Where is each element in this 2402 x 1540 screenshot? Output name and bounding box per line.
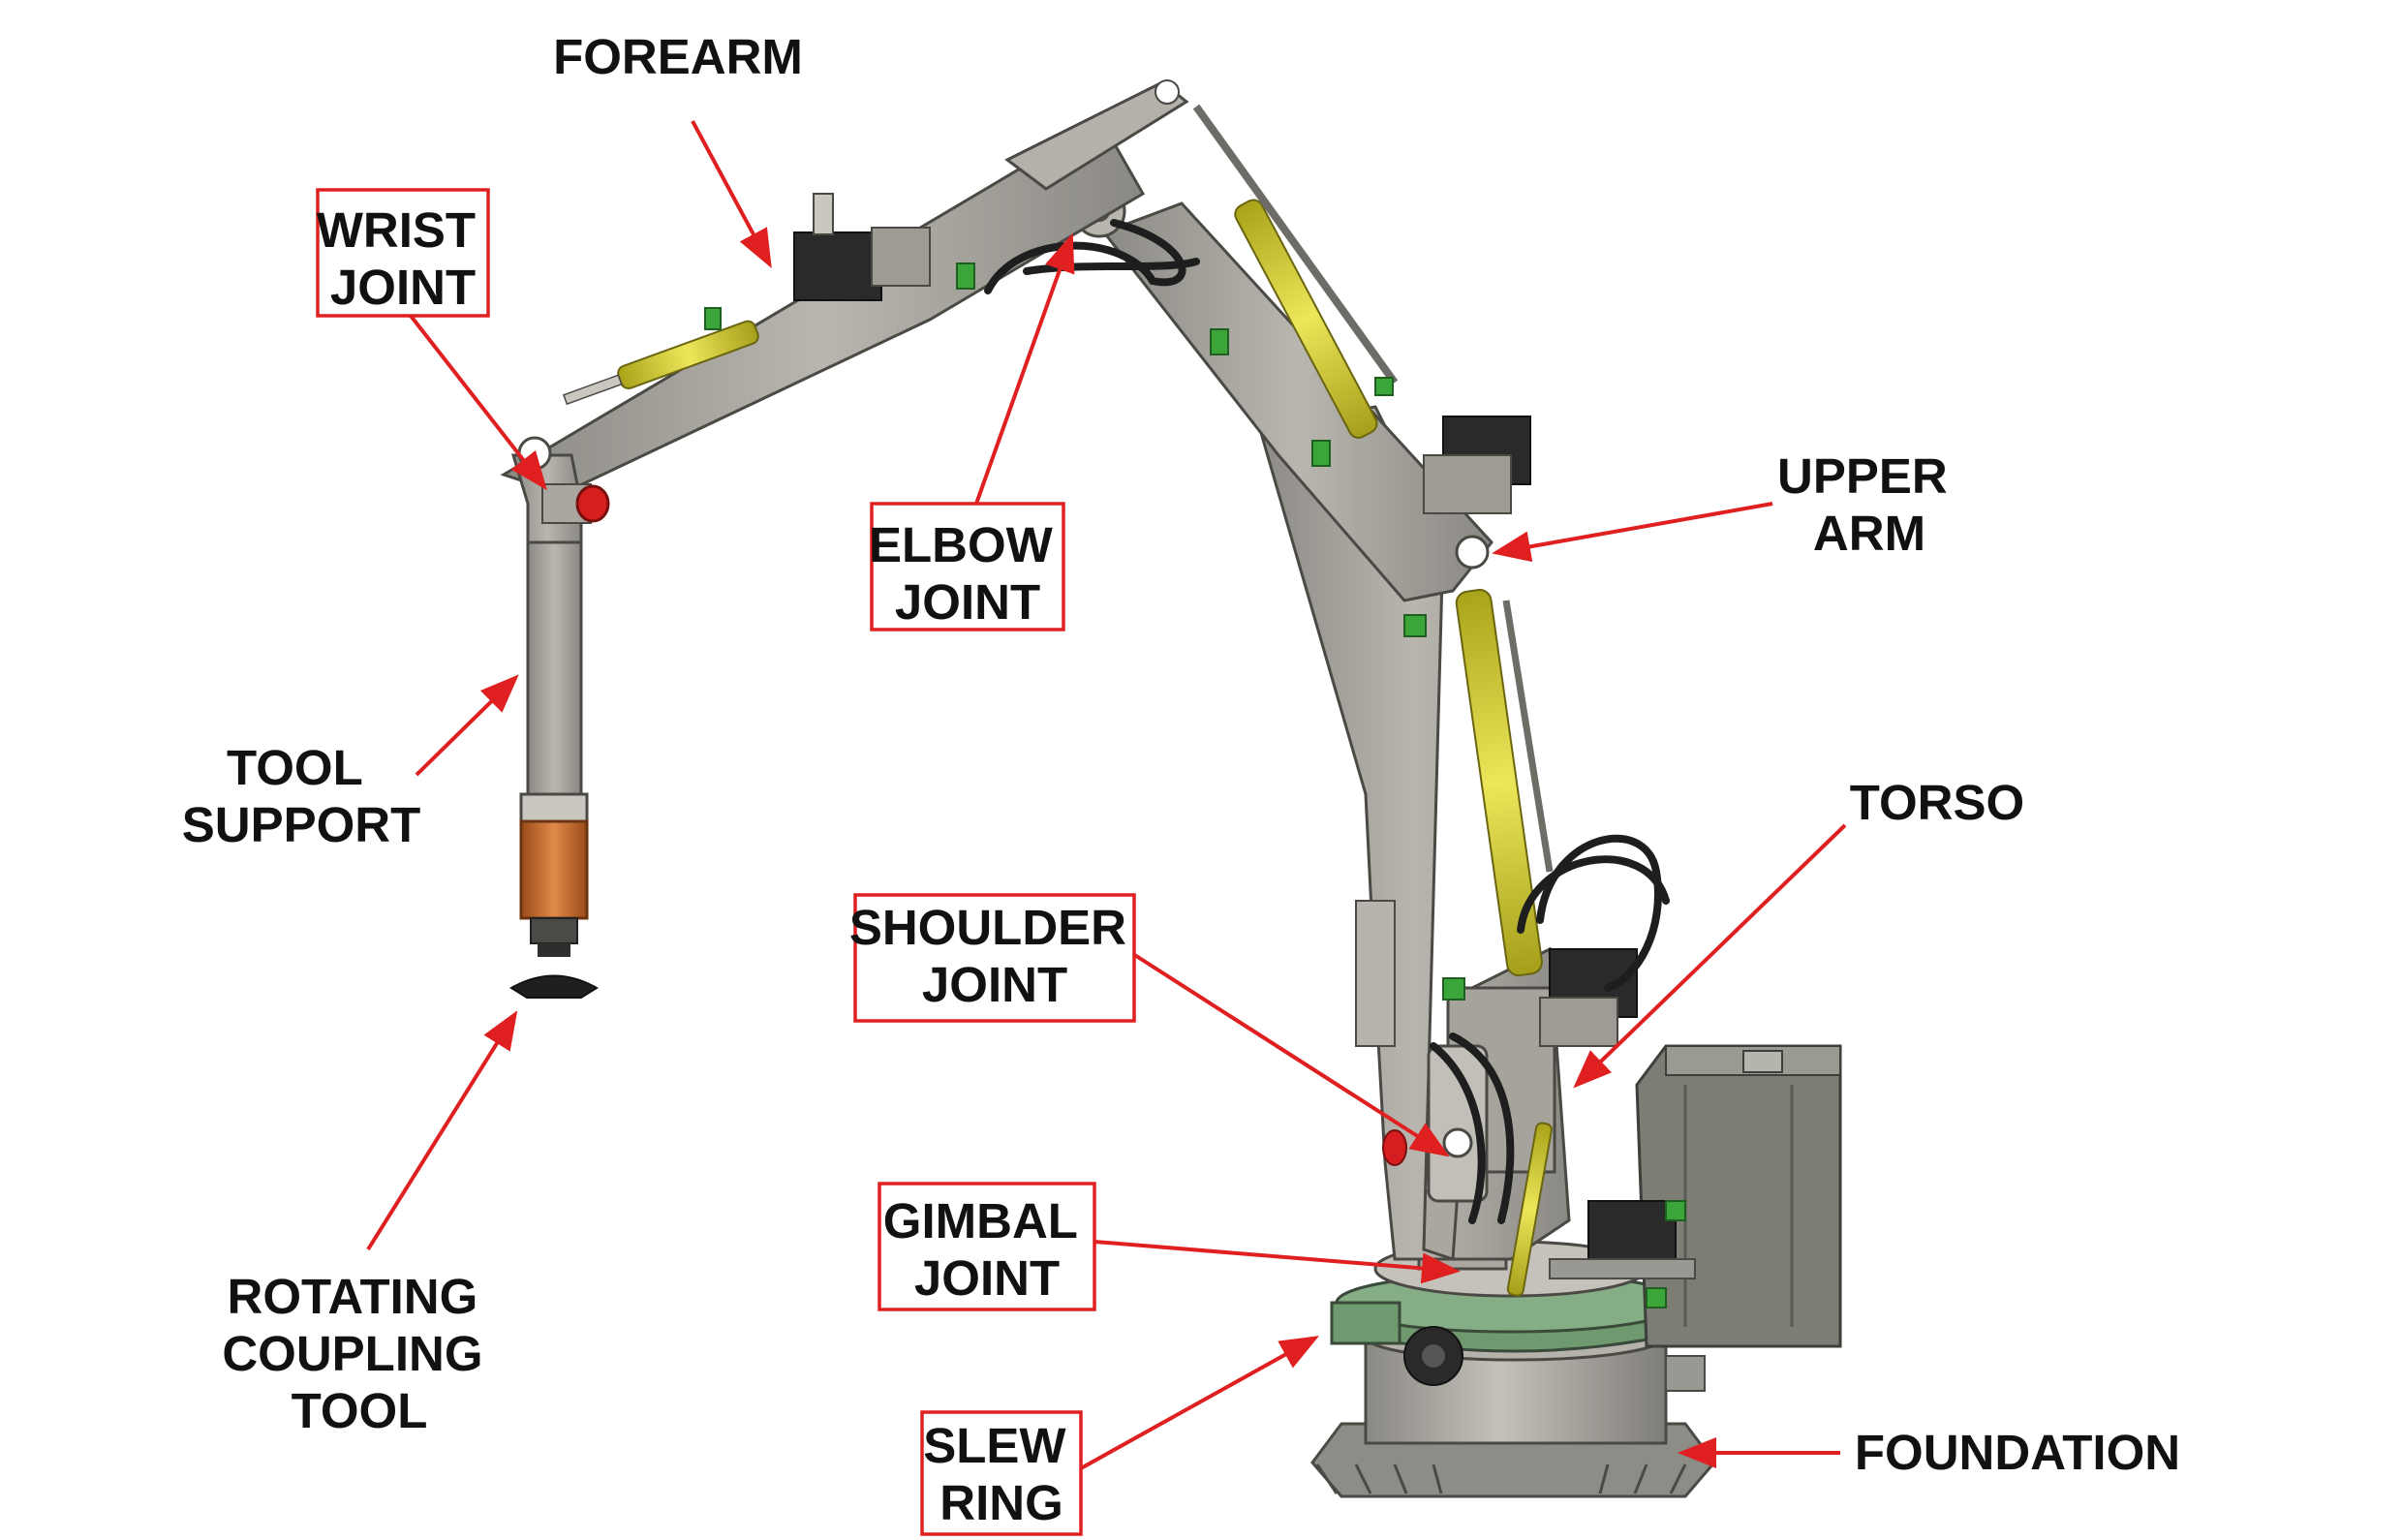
label-line: ELBOW [869,517,1054,572]
labels: FOREARM WRIST JOINT ELBOW JOINT UPPER AR… [182,29,2180,1536]
robot-illustration [500,79,1842,1498]
label-box [316,188,490,318]
hydraulic-tank [1635,1044,1842,1348]
label-forearm: FOREARM [553,29,803,84]
label-upper-arm: UPPER ARM [1777,448,1961,561]
label-line: TOOL [292,1383,428,1438]
rotating-coupling-tool-arrow [366,1010,518,1251]
label-line: COUPLING [222,1326,482,1381]
svg-text:GIMBAL JOINT: GIMBAL JOINT [883,1193,1091,1306]
label-gimbal-joint: GIMBAL JOINT [878,1182,1096,1311]
svg-text:WRIST JOINT: WRIST JOINT [317,202,489,315]
label-line: GIMBAL [883,1193,1077,1248]
label-box [853,893,1136,1023]
wrist-pivot [517,436,552,471]
base-valve-block [1549,1200,1696,1279]
label-line: JOINT [330,260,476,315]
label-wrist-joint: WRIST JOINT [316,188,490,318]
label-box [878,1182,1096,1311]
label-line: TORSO [1850,775,2024,830]
label-line: UPPER [1777,448,1948,504]
label-slew-ring: SLEW RING [920,1410,1083,1536]
svg-text:SHOULDER JOINT: SHOULDER JOINT [849,900,1140,1012]
forearm-part [500,79,1189,496]
svg-text:ELBOW JOINT: ELBOW JOINT [869,517,1066,630]
hydraulic-cylinders [562,104,1554,1297]
label-line: JOINT [914,1250,1060,1306]
label-tool-support: TOOL SUPPORT [182,740,421,852]
gimbal-joint-arrow [1093,1240,1461,1284]
shoulder-joint-arrow [1131,952,1450,1157]
label-forearm-line: FOREARM [553,29,803,84]
leader-arrows [366,120,1847,1470]
label-line: SLEW [923,1418,1066,1473]
label-box [870,502,1065,631]
label-torso: TORSO [1850,775,2024,830]
label-line: FOUNDATION [1855,1425,2180,1480]
label-line: SHOULDER [849,900,1126,955]
green-fittings [704,262,1686,1309]
label-foundation: FOUNDATION [1855,1425,2180,1480]
label-line: ARM [1813,506,1925,561]
tool-support-part [510,453,589,920]
forearm-valve-block [793,193,931,301]
wrist-joint-arrow [409,314,547,491]
label-line: RING [939,1475,1063,1530]
label-rotating-coupling-tool: ROTATING COUPLING TOOL [222,1269,496,1438]
label-line: WRIST [317,202,476,258]
label-elbow-joint: ELBOW JOINT [869,502,1066,631]
label-line: JOINT [922,957,1067,1012]
torso-arrow [1573,823,1847,1089]
torso-valve-block [1539,948,1638,1047]
shoulder-red-part [1382,1129,1407,1166]
elbow-joint-arrow [974,232,1075,505]
upper-arm-arrow [1492,502,1773,563]
wrist-motor [541,483,610,524]
label-box [920,1410,1083,1536]
upper-arm-valve-block [1423,416,1531,514]
label-line: ROTATING [228,1269,478,1324]
label-line: SUPPORT [182,797,421,852]
svg-text:SLEW RING: SLEW RING [923,1418,1080,1530]
tool-support-arrow [415,674,519,777]
rotating-coupling-tool-part [509,917,599,999]
label-line: JOINT [895,574,1040,630]
slew-ring-arrow [1080,1336,1319,1470]
label-shoulder-joint: SHOULDER JOINT [849,893,1140,1023]
forearm-arrow [691,120,772,269]
label-line: TOOL [227,740,362,795]
